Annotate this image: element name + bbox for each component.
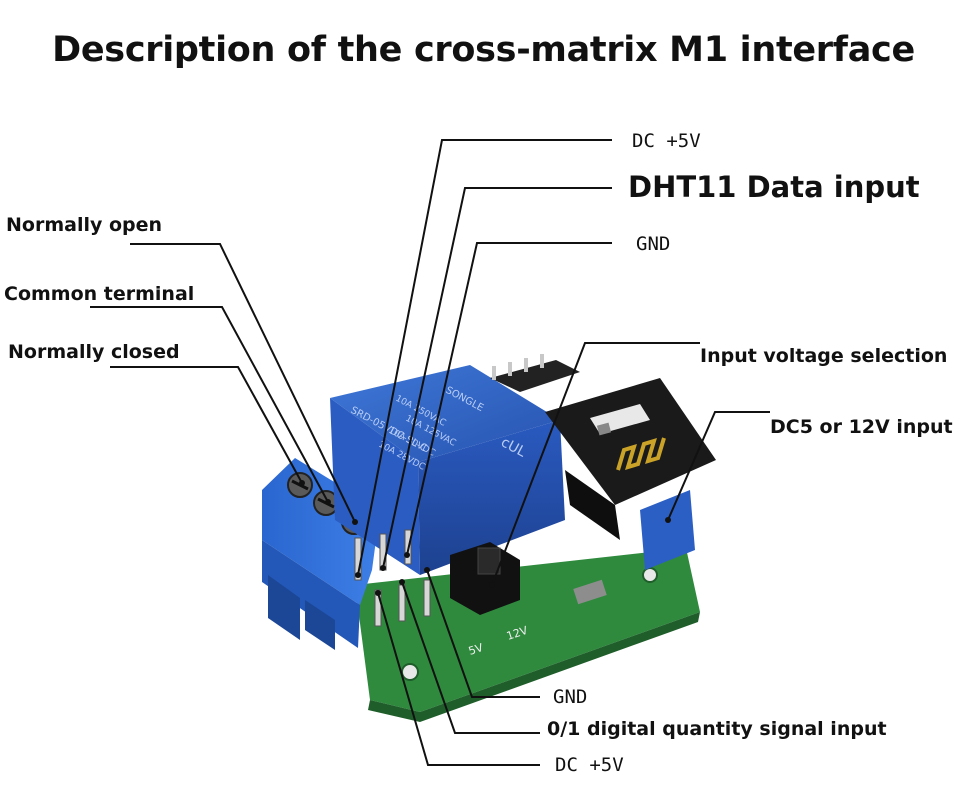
- leader-dc-input: [667, 411, 770, 521]
- jumper-5v-label: 5V: [467, 641, 485, 658]
- label-dht11-data: DHT11 Data input: [628, 170, 920, 204]
- wifi-module: [490, 354, 716, 570]
- leader-input-voltage: [491, 342, 700, 586]
- label-gnd-bottom: GND: [553, 686, 588, 708]
- label-normally-closed: Normally closed: [8, 341, 180, 363]
- leader-normally-open: [130, 243, 356, 523]
- page-title: Description of the cross-matrix M1 inter…: [52, 30, 915, 70]
- leader-signal-input: [401, 581, 540, 734]
- antenna-trace: [616, 437, 666, 471]
- leader-normally-closed: [110, 366, 303, 484]
- leader-dc5v-bottom: [377, 592, 540, 766]
- jumper-12v-label: 12V: [505, 624, 530, 643]
- dc-input-terminal: [640, 490, 695, 570]
- leader-gnd-top: [406, 242, 612, 556]
- leader-endpoints: [299, 480, 671, 596]
- leader-gnd-bottom: [426, 569, 540, 698]
- label-normally-open: Normally open: [6, 214, 163, 236]
- leader-common-terminal: [90, 306, 329, 503]
- label-dc5-12v-input: DC5 or 12V input: [770, 416, 953, 438]
- label-common-terminal: Common terminal: [4, 283, 195, 305]
- label-gnd-top: GND: [636, 233, 671, 255]
- label-digital-signal-input: 0/1 digital quantity signal input: [547, 718, 887, 740]
- leader-lines: [90, 139, 770, 766]
- leader-dht11-data: [382, 187, 612, 569]
- label-dc5v-bottom: DC +5V: [555, 754, 624, 776]
- label-dc5v-top: DC +5V: [632, 130, 701, 152]
- label-input-voltage-selection: Input voltage selection: [700, 345, 948, 367]
- leader-dc5v-top: [357, 139, 612, 576]
